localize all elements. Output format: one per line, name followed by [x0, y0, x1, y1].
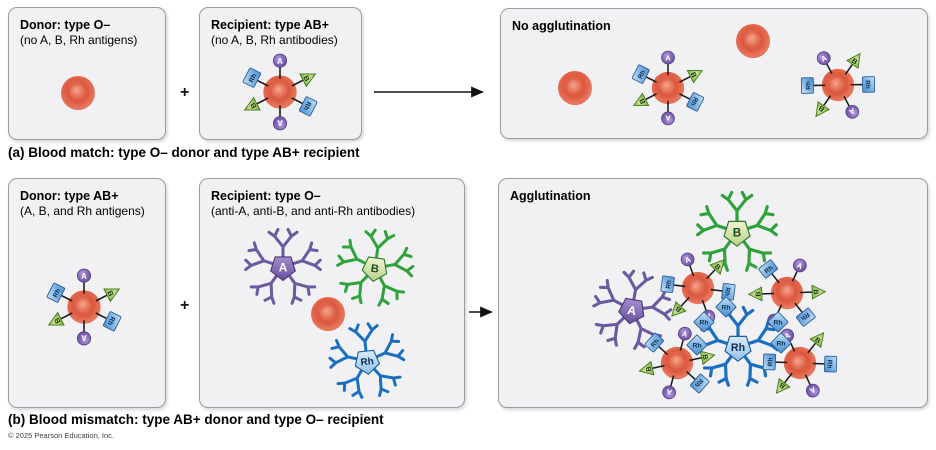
panel-a-donor-box: Donor: type O– (no A, B, Rh antigens) — [8, 7, 166, 140]
panel-b-caption: (b) Blood mismatch: type AB+ donor and t… — [8, 412, 384, 427]
panel-b-recipient-title: Recipient: type O– — [211, 189, 321, 203]
panel-b-result-box: Agglutination — [498, 178, 928, 408]
panel-a-result-title: No agglutination — [512, 19, 611, 33]
panel-a-plus-sign: + — [180, 84, 190, 101]
panel-b-recipient-subtitle: (anti-A, anti-B, and anti-Rh antibodies) — [211, 204, 416, 219]
panel-a-recipient-title: Recipient: type AB+ — [211, 18, 329, 32]
copyright-line: © 2025 Pearson Education, Inc. — [8, 431, 115, 440]
panel-b-result-title: Agglutination — [510, 189, 591, 203]
panel-a-recipient-subtitle: (no A, B, Rh antibodies) — [211, 33, 338, 48]
panel-a-donor-title: Donor: type O– — [20, 18, 111, 32]
panel-a-result-box: No agglutination — [500, 8, 928, 139]
panel-b-donor-title: Donor: type AB+ — [20, 189, 119, 203]
panel-b-donor-subtitle: (A, B, and Rh antigens) — [20, 204, 145, 219]
panel-b-donor-box: Donor: type AB+ (A, B, and Rh antigens) — [8, 178, 166, 408]
panel-b-plus-sign: + — [180, 297, 190, 314]
panel-b-recipient-box: Recipient: type O– (anti-A, anti-B, and … — [199, 178, 465, 408]
panel-a-donor-subtitle: (no A, B, Rh antigens) — [20, 33, 138, 48]
panel-a-caption: (a) Blood match: type O– donor and type … — [8, 145, 360, 160]
panel-a-recipient-box: Recipient: type AB+ (no A, B, Rh antibod… — [199, 7, 362, 140]
